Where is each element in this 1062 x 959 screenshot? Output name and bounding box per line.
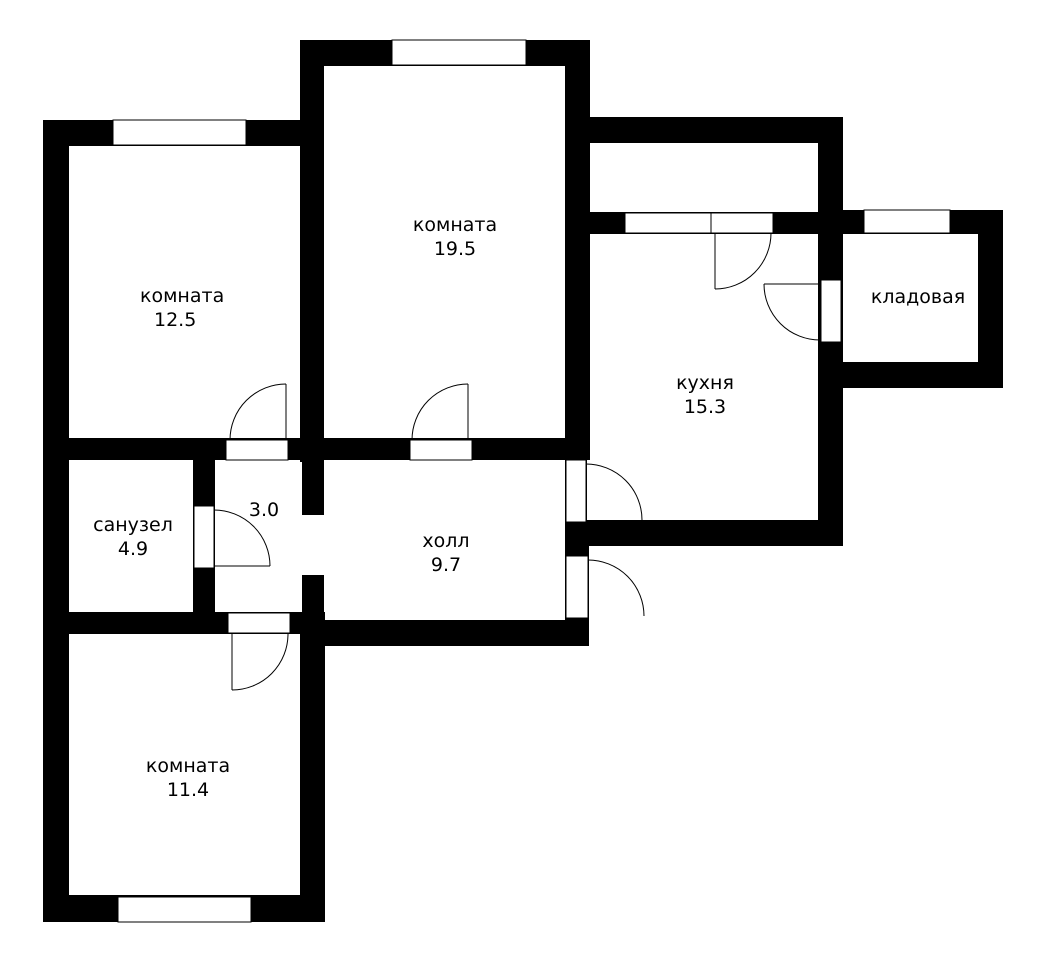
door-opening [565,459,587,523]
door-opening [820,279,842,343]
room-name: санузел [93,514,173,536]
door-opening [227,612,291,634]
room-name: холл [422,530,470,552]
window [863,209,951,234]
room-label-hall: холл 9.7 [386,529,506,577]
window [391,39,527,66]
room-name: комната [140,285,225,307]
room-name: комната [412,214,498,236]
door-opening [565,555,589,619]
room-label-bathroom: санузел 4.9 [73,513,193,561]
room-area: 11.4 [166,779,210,801]
room-label-storage: кладовая [858,285,978,309]
door-opening [409,439,473,461]
door-openings [193,279,842,634]
wall [818,212,843,542]
wall [43,120,69,922]
wall [820,362,1003,388]
room-name: кладовая [870,286,966,308]
room-label-corridor: 3.0 [234,498,294,522]
window [624,212,774,234]
room-name: комната [145,755,231,777]
room-area: 15.3 [683,396,727,418]
room-area: 19.5 [433,238,477,260]
room-name: кухня [676,372,734,394]
wall [565,520,843,546]
wall [302,455,324,515]
room-label-room-1: комната 12.5 [140,284,260,332]
room-area: 9.7 [430,554,462,576]
door-opening [193,505,215,569]
wall [978,210,1003,388]
wall [565,40,590,460]
room-label-kitchen: кухня 15.3 [645,371,765,419]
room-label-room-3: комната 11.4 [128,754,248,802]
windows [112,39,951,923]
room-label-room-2: комната 19.5 [395,213,515,261]
window [117,896,252,923]
room-area: 4.9 [117,538,149,560]
window [112,119,247,146]
door-swings [213,232,821,691]
wall [565,117,843,143]
wall [300,620,589,646]
wall [300,620,325,922]
room-area: 3.0 [248,499,280,521]
door-opening [225,439,289,461]
wall [300,40,324,462]
room-area: 12.5 [154,309,197,331]
